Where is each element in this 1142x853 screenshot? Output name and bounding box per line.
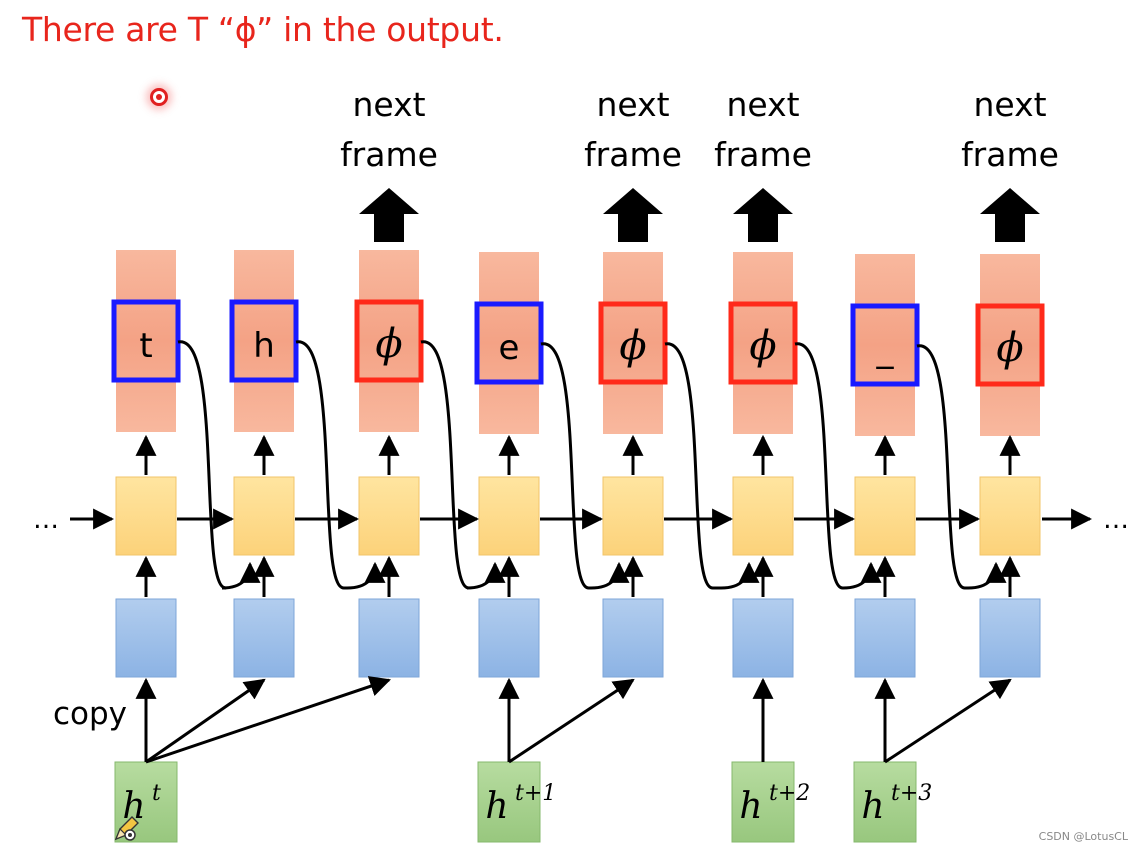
next-frame-label: frame xyxy=(584,135,682,174)
hidden-state-block xyxy=(979,476,1041,556)
next-frame-label: frame xyxy=(714,135,812,174)
input-symbol-sup: t+2 xyxy=(769,781,810,806)
feedback-curve xyxy=(295,340,386,590)
copy-arrow xyxy=(145,676,391,764)
input-symbol-base: h xyxy=(485,786,508,827)
hidden-state-block xyxy=(854,476,916,556)
encoder-block xyxy=(979,598,1041,678)
copy-arrow xyxy=(508,678,635,764)
next-frame-label: frame xyxy=(961,135,1059,174)
input-symbol-sup: t+1 xyxy=(515,781,556,806)
input-frame-block xyxy=(477,761,541,843)
encoder-block xyxy=(115,598,177,678)
hidden-state-block xyxy=(115,476,177,556)
next-frame-label: next xyxy=(973,85,1046,124)
encoder-block xyxy=(732,598,794,678)
next-frame-label: next xyxy=(596,85,669,124)
next-frame-arrow-icon xyxy=(359,188,419,242)
output-layer-bar xyxy=(603,252,663,434)
input-frame-block xyxy=(853,761,917,843)
output-token: t xyxy=(139,326,152,366)
next-frame-arrow-icon xyxy=(980,188,1040,242)
slide-title: There are T “ϕ” in the output. xyxy=(22,10,504,49)
input-symbol-sup: t xyxy=(152,781,161,806)
hidden-state-block xyxy=(233,476,295,556)
feedback-curve xyxy=(540,342,630,590)
output-token: h xyxy=(253,326,275,366)
next-frame-arrow-icon xyxy=(603,188,663,242)
feedback-curve xyxy=(664,342,760,590)
output-layer-bar xyxy=(479,252,539,434)
pencil-cursor-icon xyxy=(114,816,139,841)
hidden-state-block xyxy=(732,476,794,556)
input-symbol-sup: t+3 xyxy=(891,781,932,806)
laser-pointer-icon xyxy=(150,88,168,106)
blank-output-box xyxy=(975,303,1045,387)
next-frame-label: frame xyxy=(340,135,438,174)
input-symbol-base: h xyxy=(739,786,762,827)
output-token: ϕ xyxy=(619,323,646,369)
output-layer-bar xyxy=(359,250,419,432)
encoder-block xyxy=(233,598,295,678)
output-token: ϕ xyxy=(749,323,776,369)
output-layer-bar xyxy=(980,254,1040,436)
feedback-curve xyxy=(794,342,882,590)
copy-arrow xyxy=(145,678,266,764)
output-token: e xyxy=(499,328,520,368)
encoder-block xyxy=(478,598,540,678)
hidden-state-block xyxy=(602,476,664,556)
output-token: ϕ xyxy=(996,325,1023,371)
ellipsis-right: … xyxy=(1103,505,1129,535)
output-layer-bar xyxy=(116,250,176,432)
output-token: _ xyxy=(876,330,895,370)
encoder-block xyxy=(358,598,420,678)
feedback-curve xyxy=(916,344,1007,590)
hidden-state-block xyxy=(478,476,540,556)
feedback-curve xyxy=(420,340,506,590)
encoder-block xyxy=(602,598,664,678)
output-token: ϕ xyxy=(375,321,402,367)
copy-label: copy xyxy=(53,696,127,732)
copy-arrow xyxy=(884,678,1012,764)
input-frame-block xyxy=(731,761,795,843)
watermark: CSDN @LotusCL xyxy=(1038,830,1128,843)
input-symbol-base: h xyxy=(122,786,145,827)
output-layer-bar xyxy=(733,252,793,434)
next-frame-label: next xyxy=(726,85,799,124)
hidden-state-block xyxy=(358,476,420,556)
encoder-block xyxy=(854,598,916,678)
input-symbol-base: h xyxy=(861,786,884,827)
feedback-curve xyxy=(177,340,261,590)
next-frame-arrow-icon xyxy=(733,188,793,242)
next-frame-label: next xyxy=(352,85,425,124)
output-layer-bar xyxy=(855,254,915,436)
ellipsis-left: … xyxy=(33,505,59,535)
output-layer-bar xyxy=(234,250,294,432)
